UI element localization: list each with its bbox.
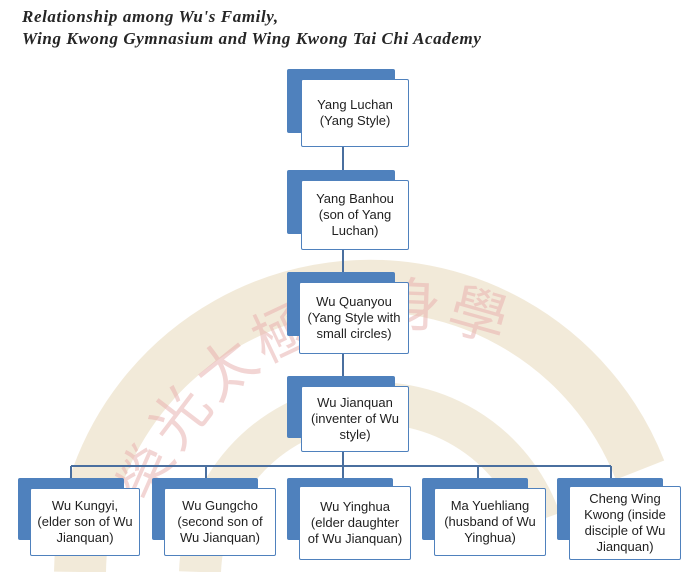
node-ma-yuehliang: Ma Yuehliang (husband of Wu Yinghua) <box>422 478 546 558</box>
node-yang-luchan: Yang Luchan (Yang Style) <box>287 69 411 149</box>
node-yang-banhou: Yang Banhou (son of Yang Luchan) <box>287 170 411 252</box>
diagram-title: Relationship among Wu's Family, Wing Kwo… <box>22 6 481 50</box>
node-wu-jianquan: Wu Jianquan (inventer of Wu style) <box>287 376 411 454</box>
node-wu-quanyou-label: Wu Quanyou (Yang Style with small circle… <box>299 282 409 354</box>
node-wu-gungcho-label: Wu Gungcho (second son of Wu Jianquan) <box>164 488 276 556</box>
title-line-2: Wing Kwong Gymnasium and Wing Kwong Tai … <box>22 29 482 48</box>
node-cheng-wing-kwong: Cheng Wing Kwong (inside disciple of Wu … <box>557 478 681 560</box>
node-wu-kungyi-label: Wu Kungyi, (elder son of Wu Jianquan) <box>30 488 140 556</box>
node-wu-kungyi: Wu Kungyi, (elder son of Wu Jianquan) <box>18 478 140 558</box>
node-wu-jianquan-label: Wu Jianquan (inventer of Wu style) <box>301 386 409 452</box>
node-wu-quanyou: Wu Quanyou (Yang Style with small circle… <box>287 272 411 356</box>
node-yang-banhou-label: Yang Banhou (son of Yang Luchan) <box>301 180 409 250</box>
title-line-1: Relationship among Wu's Family, <box>22 7 279 26</box>
node-yang-luchan-label: Yang Luchan (Yang Style) <box>301 79 409 147</box>
node-cheng-wing-kwong-label: Cheng Wing Kwong (inside disciple of Wu … <box>569 486 681 560</box>
node-wu-gungcho: Wu Gungcho (second son of Wu Jianquan) <box>152 478 276 558</box>
node-wu-yinghua: Wu Yinghua (elder daughter of Wu Jianqua… <box>287 478 411 560</box>
node-wu-yinghua-label: Wu Yinghua (elder daughter of Wu Jianqua… <box>299 486 411 560</box>
node-ma-yuehliang-label: Ma Yuehliang (husband of Wu Yinghua) <box>434 488 546 556</box>
